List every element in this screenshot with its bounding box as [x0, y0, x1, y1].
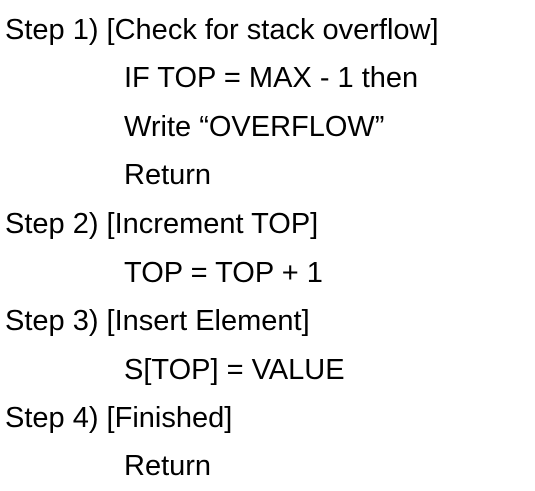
step-1-line-2: Write “OVERFLOW” [124, 111, 385, 143]
step-1-heading: Step 1) [Check for stack overflow] [5, 14, 439, 46]
step-3-line-1: S[TOP] = VALUE [124, 354, 345, 386]
step-1-line-3: Return [124, 159, 212, 191]
step-2-line-1: TOP = TOP + 1 [124, 257, 323, 289]
step-1-line-1: IF TOP = MAX - 1 then [124, 62, 419, 94]
step-4-heading: Step 4) [Finished] [5, 402, 233, 434]
step-2-heading: Step 2) [Increment TOP] [5, 208, 319, 240]
step-3-heading: Step 3) [Insert Element] [5, 305, 310, 337]
step-4-line-1: Return [124, 450, 212, 482]
